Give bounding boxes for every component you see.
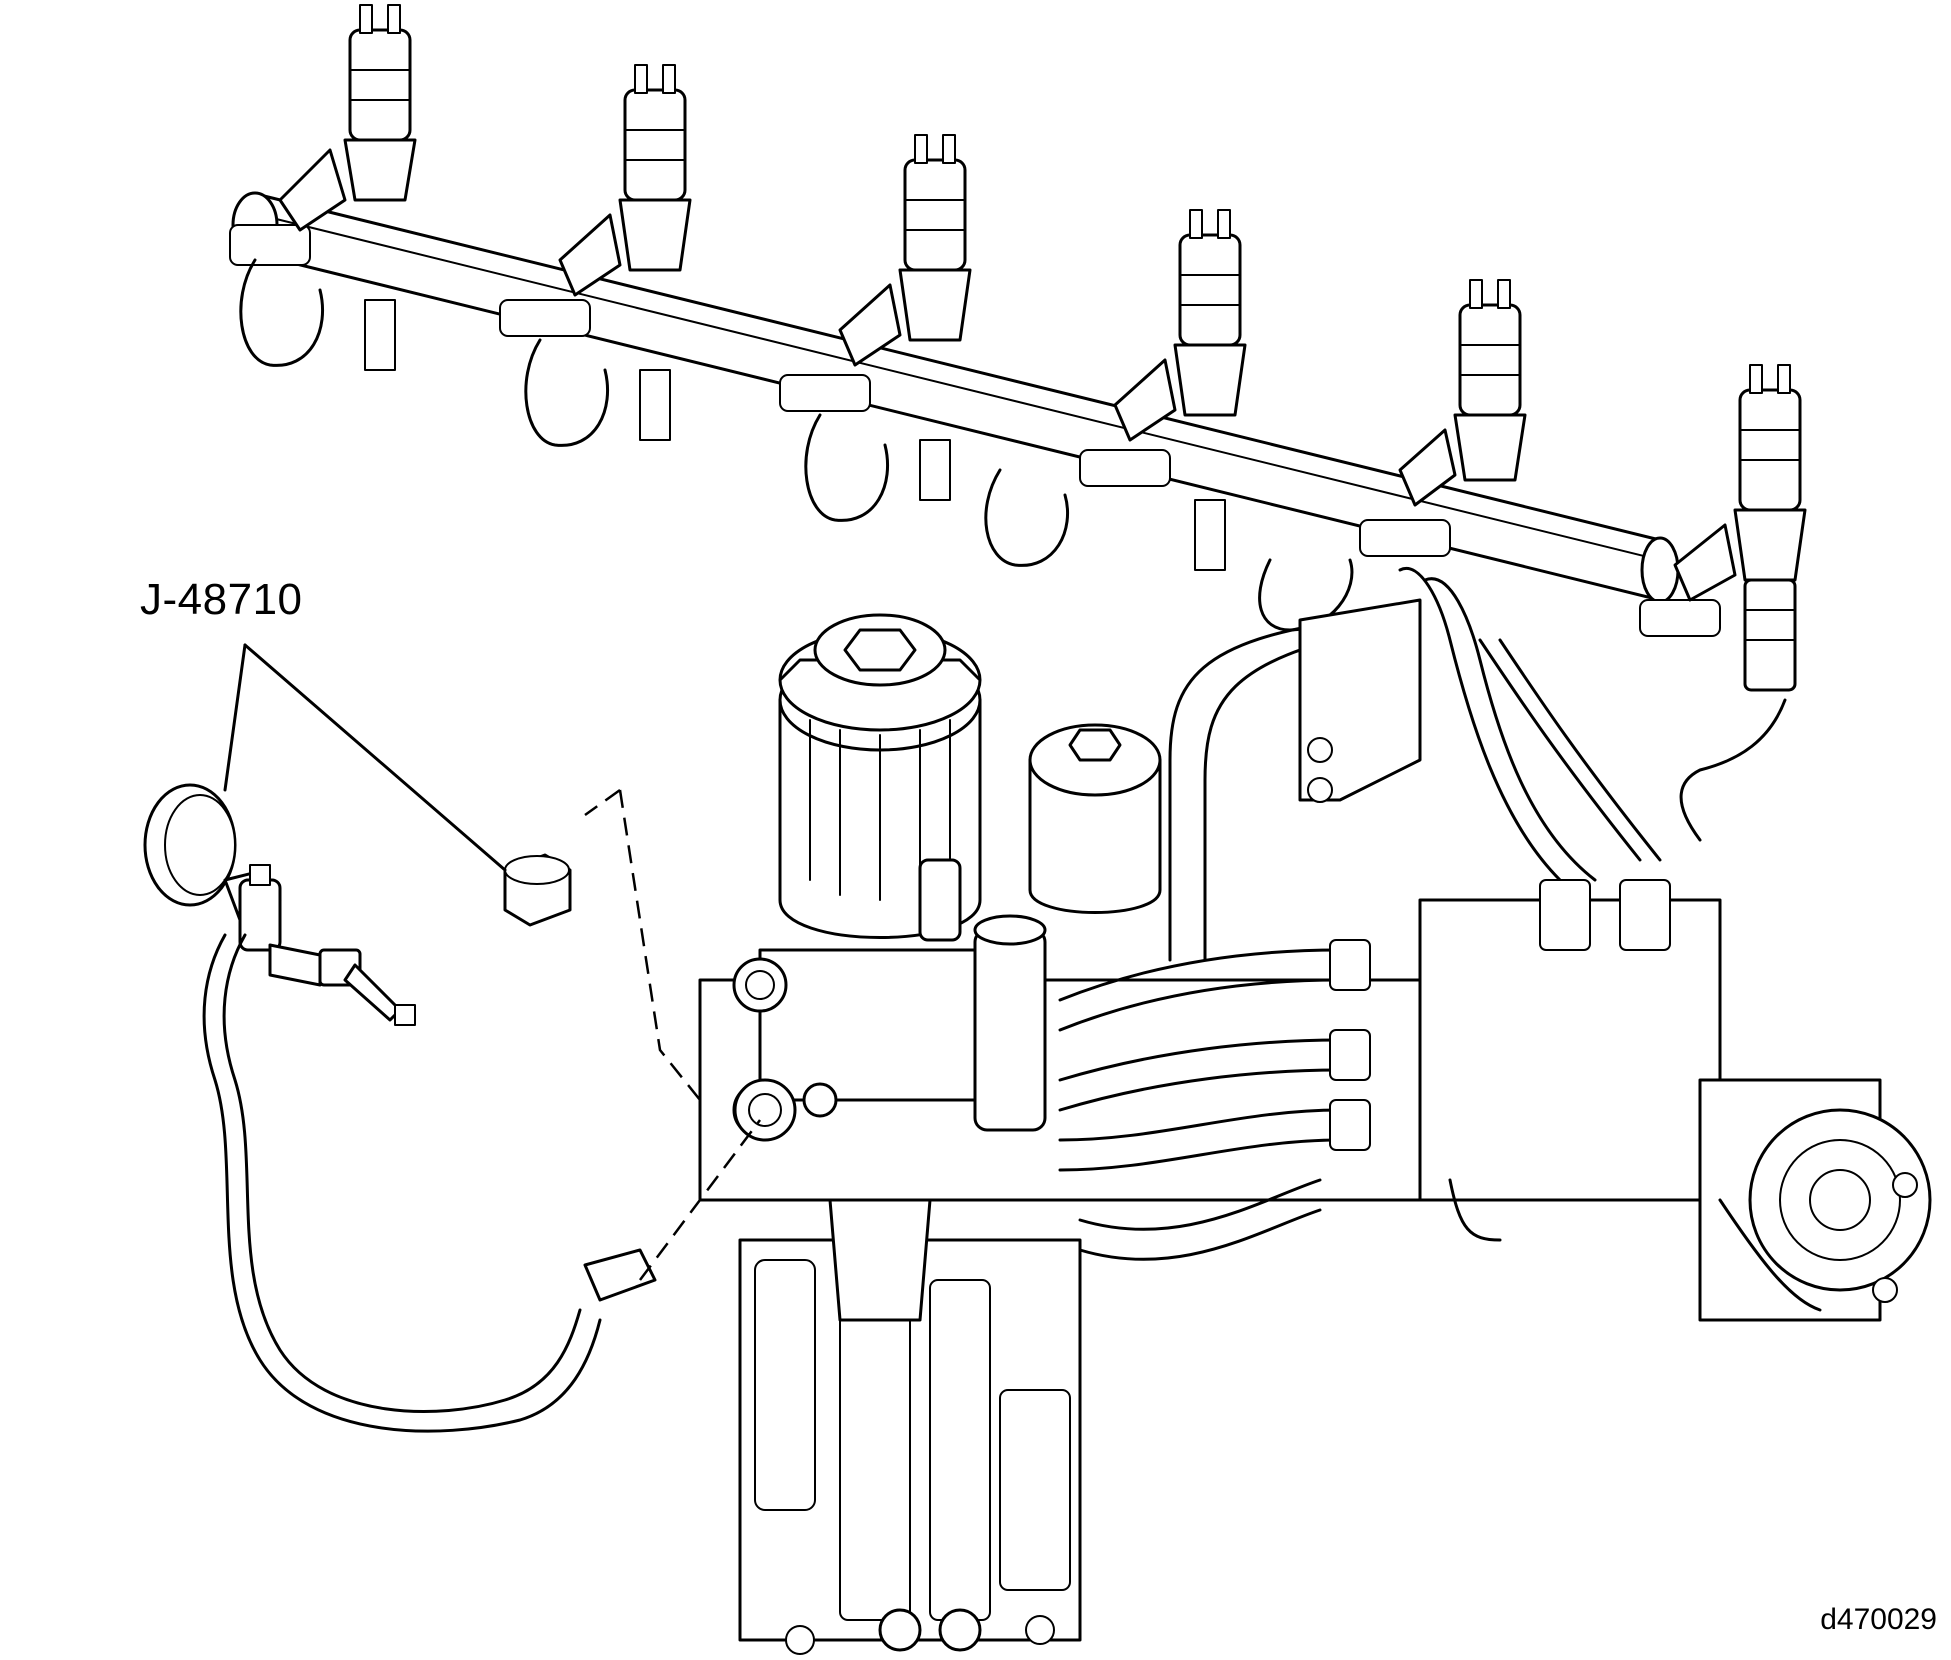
fuel-injector-5 <box>1398 279 1527 507</box>
fuel-injector-2 <box>558 64 692 441</box>
tool-callout-label: J-48710 <box>140 575 303 624</box>
fuel-injector-4 <box>1113 209 1247 571</box>
test-port <box>733 1078 797 1142</box>
figure-id: d470029 <box>1820 1603 1937 1636</box>
pressure-gauge-icon <box>143 783 657 1433</box>
fuel-injector-1 <box>278 4 417 371</box>
fuel-pump-module-icon <box>698 613 1932 1655</box>
high-pressure-lines <box>1168 566 1787 962</box>
fuel-injector-6 <box>1673 364 1807 692</box>
fuel-rail-icon <box>229 191 1721 637</box>
fuel-injector-3 <box>838 134 972 501</box>
callout-leaders <box>223 643 507 872</box>
alignment-dashes <box>584 788 761 1281</box>
mounting-bracket <box>1298 598 1422 803</box>
fuel-port-cap-icon <box>503 853 572 927</box>
